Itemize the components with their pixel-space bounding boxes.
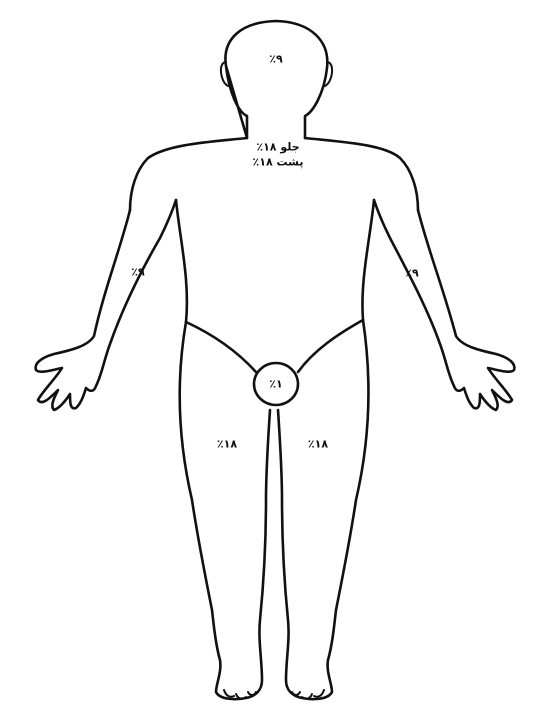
right-leg-percentage-label: ٪۱۸ — [308, 438, 328, 451]
left-leg-outline — [180, 322, 270, 699]
left-arm-percentage-label: ٪۹ — [131, 266, 144, 279]
right-leg-outline — [278, 320, 368, 699]
head-outline — [225, 21, 327, 138]
left-arm-outline — [36, 200, 176, 410]
torso-front-percentage-label: جلو ۱۸٪ — [256, 141, 299, 154]
right-arm-outline — [374, 200, 514, 410]
genital-percentage-label: ٪۱ — [269, 378, 282, 391]
head-percentage-label: ٪۹ — [269, 53, 282, 66]
right-arm-percentage-label: ٪۹ — [405, 267, 418, 280]
left-leg-percentage-label: ٪۱۸ — [217, 438, 237, 451]
torso-back-percentage-label: پشت ۱۸٪ — [253, 156, 304, 169]
